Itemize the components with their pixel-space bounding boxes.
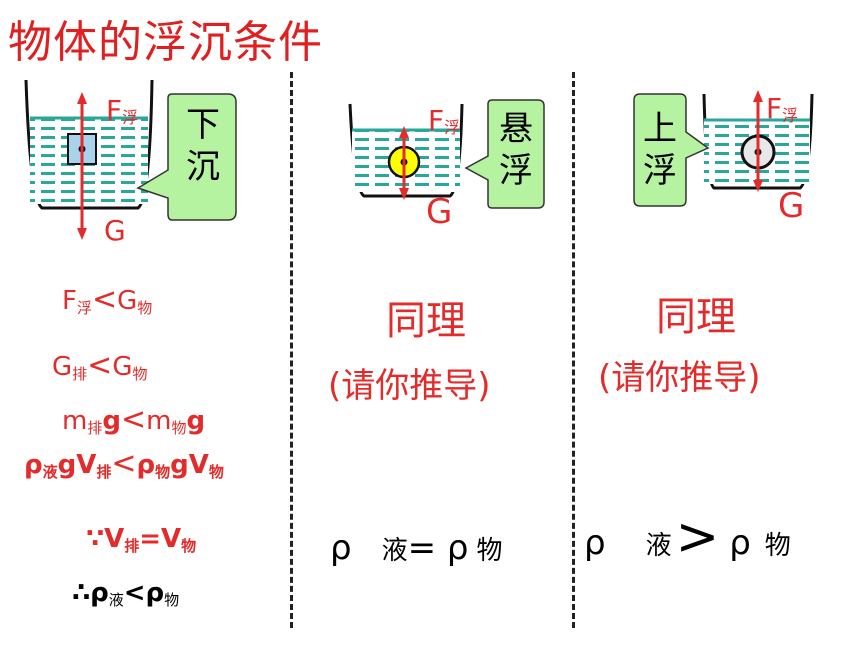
sink-force-buoyancy: F浮 [106,94,139,127]
rel-line-4: ρ液gV排<ρ物gV物 [24,446,224,481]
float-force-buoyancy: F浮 [766,92,799,125]
callout-suspend [464,99,545,209]
float-force-gravity: G [778,186,805,226]
rel-line-1: F浮<G物 [62,282,153,317]
panel3-same: 同理 [656,294,736,340]
rel-line-2: G排<G物 [52,348,148,383]
callout-sink [136,93,237,221]
beaker [24,79,154,210]
panel2-same: 同理 [386,298,466,344]
because-line: ∵V排=V物 [86,524,197,555]
callout-sink-text: 下沉 [186,105,220,187]
sink-diagram [24,79,237,240]
sink-force-gravity: G [104,214,126,247]
float-diagram [633,90,814,207]
callout-float-text: 上浮 [643,109,677,191]
suspend-diagram [348,99,545,209]
suspend-force-buoyancy: F浮 [428,104,461,137]
suspend-force-gravity: G [426,192,453,232]
divider-right [572,72,575,628]
therefore-line: ∴ρ液<ρ物 [72,578,180,609]
panel3-derive: (请你推导) [598,358,761,398]
callout-float [633,93,710,207]
divider-left [290,72,293,628]
panel2-derive: (请你推导) [328,366,491,406]
page-title: 物体的浮沉条件 [8,17,323,68]
rel-line-3: m排g<m物g [62,402,206,437]
callout-suspend-text: 悬浮 [499,109,533,191]
